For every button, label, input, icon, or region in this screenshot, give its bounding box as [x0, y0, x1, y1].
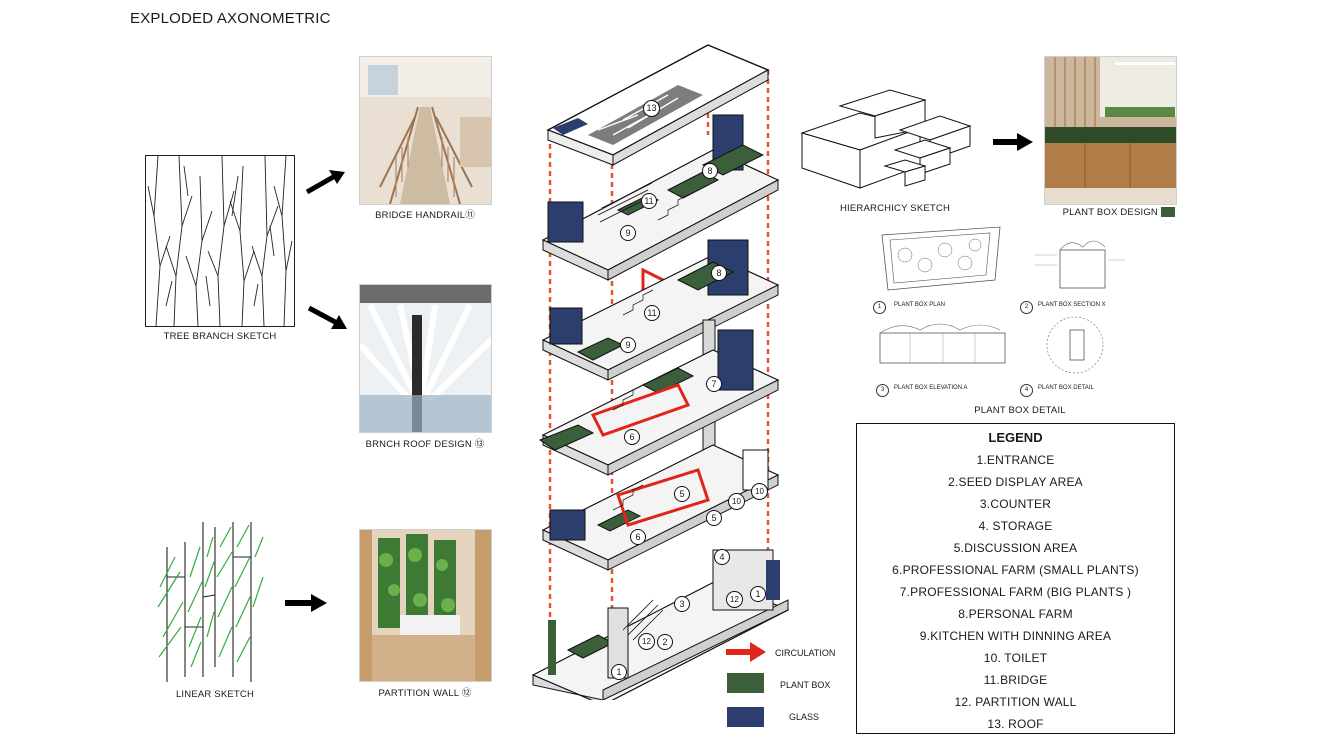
marker-professional-farm-big: 7 [706, 376, 722, 392]
partition-wall-photo [359, 529, 492, 682]
legend-item: 10. TOILET [983, 651, 1048, 665]
legend-item: 1.ENTRANCE [976, 453, 1055, 467]
legend-item: 11.BRIDGE [983, 673, 1048, 687]
partition-wall-caption: PARTITION WALL ⑫ [378, 688, 472, 699]
elevation-marker: 3 [876, 384, 889, 397]
hierarchy-sketch-caption: HIERARCHICY SKETCH [839, 203, 951, 214]
bridge-handrail-photo [359, 56, 492, 205]
level-four [541, 114, 780, 281]
marker-professional-farm-small: 6 [630, 529, 646, 545]
marker-entrance: 1 [611, 664, 627, 680]
legend-item: 12. PARTITION WALL [954, 695, 1077, 709]
branch-roof-photo [359, 284, 492, 433]
legend-title: LEGEND [988, 430, 1043, 445]
legend-item: 8.PERSONAL FARM [958, 607, 1073, 621]
level-three [541, 239, 780, 471]
legend-item: 5.DISCUSSION AREA [953, 541, 1078, 555]
marker-kitchen: 9 [620, 225, 636, 241]
marker-counter: 3 [674, 596, 690, 612]
section-marker: 2 [1020, 301, 1033, 314]
tree-branch-caption: TREE BRANCH SKETCH [163, 331, 277, 342]
marker-discussion: 5 [706, 510, 722, 526]
legend-list: 1.ENTRANCE 2.SEED DISPLAY AREA 3.COUNTER… [857, 449, 1174, 735]
marker-personal-farm: 8 [702, 163, 718, 179]
marker-entrance: 1 [750, 586, 766, 602]
arrow-to-plant-box-icon [993, 133, 1033, 151]
plant-box-detail-title: PLANT BOX DETAIL [974, 405, 1066, 416]
arrow-to-handrail-icon [305, 170, 345, 195]
plant-box-design-caption: PLANT BOX DESIGN [1062, 207, 1158, 218]
circulation-arrow-icon [726, 642, 766, 662]
marker-personal-farm: 8 [711, 265, 727, 281]
marker-bridge: 11 [644, 305, 660, 321]
marker-storage: 4 [714, 549, 730, 565]
plant-box-plan-label: PLANT BOX PLAN [894, 302, 945, 308]
linear-sketch [155, 517, 265, 682]
legend-item: 2.SEED DISPLAY AREA [948, 475, 1083, 489]
marker-roof: 13 [643, 100, 660, 117]
plant-box-elevation-drawing [875, 318, 1015, 368]
legend-item: 4. STORAGE [978, 519, 1053, 533]
legend-item: 7.PROFESSIONAL FARM (BIG PLANTS ) [899, 585, 1132, 599]
plant-box-detail-drawing [1040, 315, 1110, 375]
plant-box-plan-drawing [870, 225, 1005, 295]
glass-swatch [727, 707, 764, 727]
legend-box: LEGEND 1.ENTRANCE 2.SEED DISPLAY AREA 3.… [856, 423, 1175, 734]
marker-partition-wall: 12 [726, 591, 743, 608]
detail-marker: 4 [1020, 384, 1033, 397]
marker-seed-display: 2 [657, 634, 673, 650]
arrow-to-roof-icon [307, 305, 347, 329]
legend-item: 9.KITCHEN WITH DINNING AREA [919, 629, 1112, 643]
plant-box-swatch-small [1161, 207, 1175, 217]
plant-box-section-drawing [1035, 235, 1125, 290]
tree-branch-sketch [145, 155, 295, 327]
circulation-key-label: CIRCULATION [775, 648, 836, 658]
plant-box-section-label: PLANT BOX SECTION X [1038, 302, 1106, 308]
exploded-axonometric-drawing: 13 8 11 9 8 11 9 7 6 5 10 10 5 6 4 3 12 … [528, 40, 798, 706]
marker-kitchen: 9 [620, 337, 636, 353]
marker-toilet: 10 [728, 493, 745, 510]
page-title: EXPLODED AXONOMETRIC [130, 10, 331, 27]
glass-key-label: GLASS [789, 712, 820, 722]
plant-box-swatch [727, 673, 764, 693]
arrow-to-partition-icon [285, 594, 327, 612]
legend-item: 3.COUNTER [979, 497, 1052, 511]
plant-box-detail-label: PLANT BOX DETAIL [1038, 385, 1094, 391]
legend-item: 6.PROFESSIONAL FARM (SMALL PLANTS) [892, 563, 1139, 577]
marker-bridge: 11 [641, 193, 657, 209]
linear-sketch-caption: LINEAR SKETCH [175, 689, 255, 700]
marker-partition-wall: 12 [638, 633, 655, 650]
hierarchy-sketch [800, 88, 975, 193]
marker-professional-farm-small: 6 [624, 429, 640, 445]
plan-marker: 1 [873, 301, 886, 314]
bridge-handrail-caption: BRIDGE HANDRAIL⑪ [375, 210, 475, 221]
branch-roof-caption: BRNCH ROOF DESIGN ⑬ [365, 439, 485, 450]
plant-box-design-photo [1044, 56, 1177, 205]
legend-item: 13. ROOF [987, 717, 1044, 731]
plant-box-elevation-label: PLANT BOX ELEVATION A [894, 385, 968, 391]
marker-toilet: 10 [751, 483, 768, 500]
marker-discussion: 5 [674, 486, 690, 502]
plant-box-key-label: PLANT BOX [780, 680, 831, 690]
